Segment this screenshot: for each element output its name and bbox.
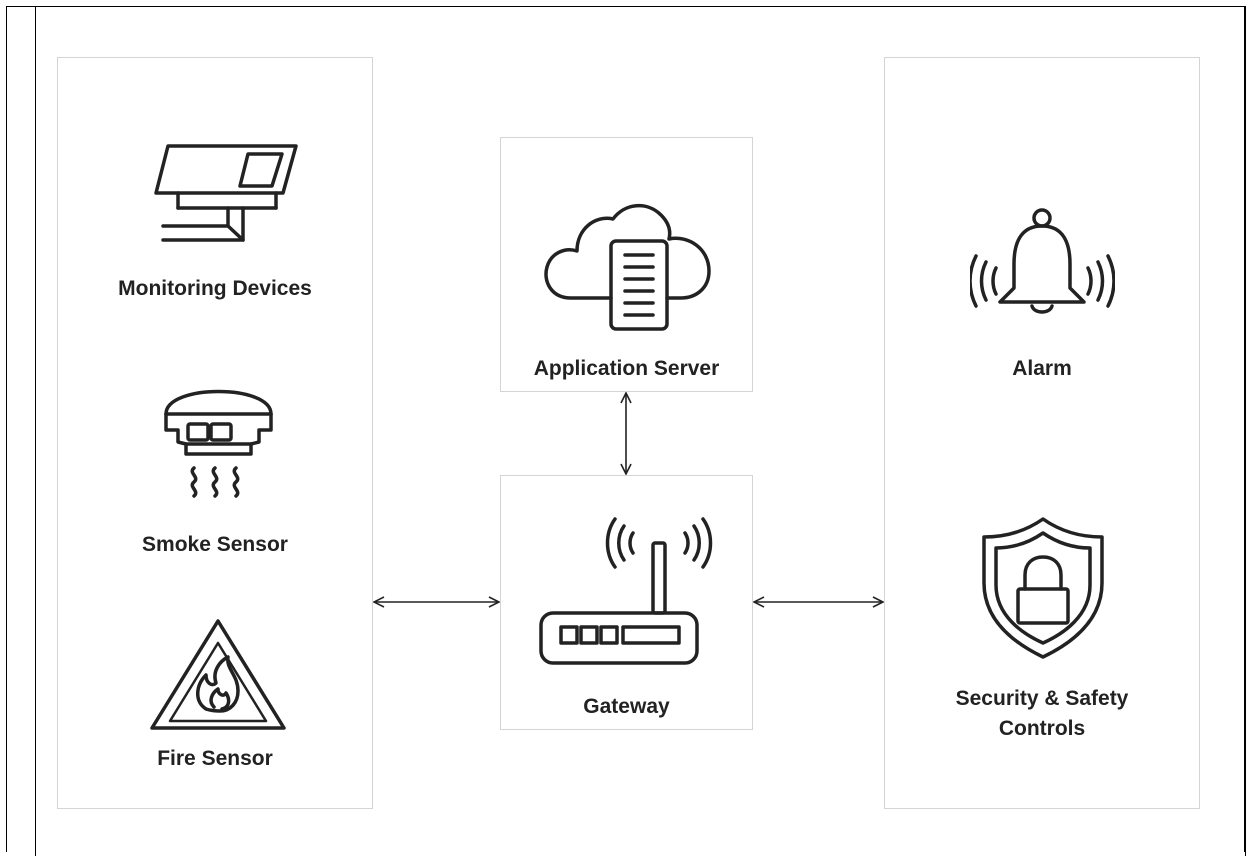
application-server-label: Application Server [533,357,720,380]
right-panel: Alarm Security & Safety Controls [884,57,1200,809]
fire-warning-icon [146,613,291,738]
ringing-bell-icon [970,206,1115,326]
shield-lock-icon [978,513,1108,663]
security-safety-label: Security & Safety Controls [885,684,1199,744]
security-safety-line1: Security & Safety [955,687,1129,710]
gateway-label: Gateway [583,695,670,718]
wifi-router-icon [531,511,731,671]
smoke-sensor-label: Smoke Sensor [142,533,288,556]
security-safety-line2: Controls [998,717,1086,740]
application-server-panel: Application Server [500,137,753,392]
alarm-label: Alarm [1012,357,1072,380]
monitoring-devices-label: Monitoring Devices [118,277,312,300]
inner-frame [35,6,1246,856]
smoke-detector-icon [156,372,281,507]
left-panel: Monitoring Devices Smoke Sensor Fire Sen… [57,57,373,809]
cloud-server-icon [539,193,719,333]
cctv-camera-icon [148,138,298,258]
gateway-panel: Gateway [500,475,753,730]
fire-sensor-label: Fire Sensor [157,747,273,770]
